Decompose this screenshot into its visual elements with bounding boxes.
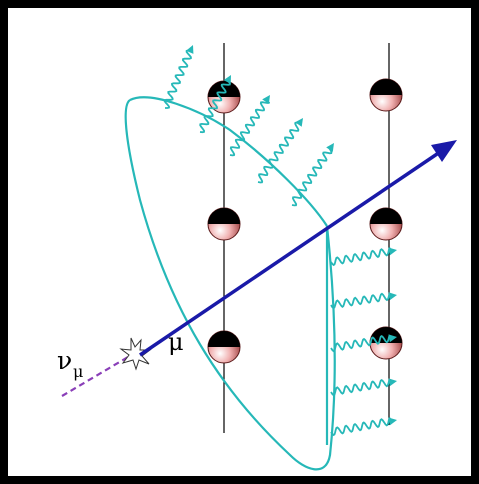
muon-arrowhead-icon [431,140,457,162]
muon-track [139,150,441,357]
photon-arrowhead-icon [223,75,231,84]
photon-arrowhead-icon [326,143,334,152]
photon-arrowhead-icon [262,95,270,104]
photon-wave [229,101,270,157]
photon-arrowhead-icon [388,378,397,387]
cherenkov-diagram: ν μ μ [57,43,457,471]
photon-arrowhead-icon [388,247,397,256]
photon-arrowhead-icon [295,118,303,127]
photon-arrowhead-icon [186,45,194,54]
photon-wave [257,121,300,184]
pmt-module [369,207,403,241]
cherenkov-photons [163,45,397,437]
cherenkov-cone [124,96,336,471]
photon-wave [330,416,391,437]
pmt-module [369,326,403,360]
pmt-module [369,78,403,112]
neutrino-track [61,356,129,397]
photon-wave [330,378,391,397]
photon-wave [330,292,391,310]
photon-arrowhead-icon [388,292,397,301]
neutrino-label-subscript: μ [73,362,83,381]
diagram-canvas: ν μ μ [8,8,471,476]
interaction-vertex-icon [119,337,152,371]
neutrino-label: ν [57,346,72,375]
photon-wave [291,147,333,207]
photon-wave [163,49,192,109]
photon-arrowhead-icon [388,334,397,343]
photon-wave [330,334,391,353]
pmt-module [207,207,241,241]
muon-label: μ [168,328,184,356]
pmt-module [207,330,241,364]
photon-wave [330,246,391,267]
photon-wave [199,81,231,134]
photon-arrowhead-icon [388,417,397,426]
